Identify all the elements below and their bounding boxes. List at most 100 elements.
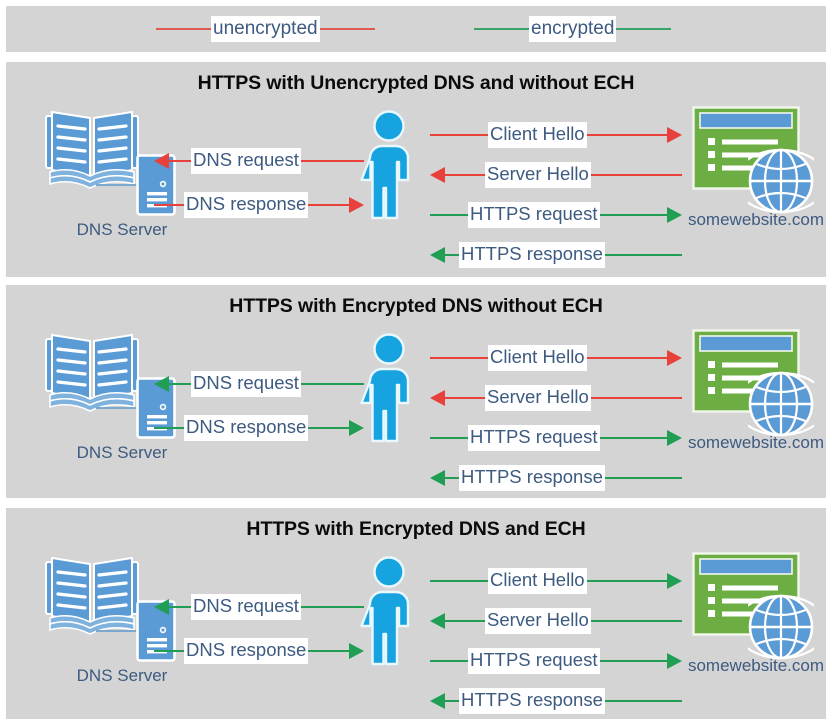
dns-connector-line (96, 630, 140, 632)
flow-line (599, 214, 667, 216)
website-node-2: somewebsite.com (678, 329, 830, 461)
arrowhead-left-icon (430, 390, 445, 406)
legend-line-unencrypted-2 (319, 28, 375, 30)
flow-server-hello-1: Server Hello (430, 162, 682, 188)
arrowhead-left-icon (430, 247, 445, 263)
flow-https-response-1: HTTPS response (430, 242, 682, 268)
flow-https-response-2: HTTPS response (430, 465, 682, 491)
flow-line (599, 660, 667, 662)
legend-panel: unencrypted encrypted (6, 6, 826, 52)
dns-server-label-1: DNS Server (76, 220, 168, 239)
globe-icon (748, 594, 814, 660)
flow-line (586, 580, 667, 582)
globe-icon (748, 148, 814, 214)
flow-label: DNS request (191, 371, 301, 397)
arrowhead-left-icon (430, 167, 445, 183)
scenario-panel-3: HTTPS with Encrypted DNS and ECH DNS Ser… (6, 508, 826, 719)
arrowhead-right-icon (349, 643, 364, 659)
dns-server-node-3: DNS Server (34, 554, 194, 685)
flow-label: DNS request (191, 594, 301, 620)
arrowhead-right-icon (349, 197, 364, 213)
flow-label: HTTPS response (459, 465, 605, 491)
arrowhead-left-icon (430, 470, 445, 486)
flow-line (154, 204, 184, 206)
flow-label: Server Hello (485, 385, 591, 411)
flow-https-request-3: HTTPS request (430, 648, 682, 674)
arrowhead-left-icon (154, 153, 169, 169)
panel-title-2: HTTPS with Encrypted DNS without ECH (229, 295, 603, 317)
dns-book-icon (44, 331, 140, 415)
flow-https-response-3: HTTPS response (430, 688, 682, 714)
scenario-panel-2: HTTPS with Encrypted DNS without ECH DNS… (6, 285, 826, 498)
dns-server-node-1: DNS Server (34, 108, 194, 239)
flow-line (430, 437, 468, 439)
flow-dns-response-1: DNS response (154, 192, 364, 218)
flow-line (308, 650, 349, 652)
flow-line (169, 383, 191, 385)
website-label-2: somewebsite.com (687, 433, 825, 452)
flow-label: DNS response (184, 192, 309, 218)
website-label-3: somewebsite.com (687, 656, 825, 675)
panel-title-1: HTTPS with Unencrypted DNS and without E… (197, 72, 635, 94)
flow-line (430, 214, 468, 216)
flow-line (308, 427, 349, 429)
flow-label: HTTPS request (468, 202, 600, 228)
flow-line (154, 650, 184, 652)
arrowhead-right-icon (667, 127, 682, 143)
flow-label: Client Hello (488, 345, 587, 371)
legend-label-encrypted: encrypted (529, 16, 617, 42)
website-label-1: somewebsite.com (687, 210, 825, 229)
arrowhead-right-icon (667, 573, 682, 589)
flow-line (430, 357, 488, 359)
flow-line (169, 606, 191, 608)
flow-line (430, 134, 488, 136)
arrowhead-right-icon (667, 207, 682, 223)
flow-https-request-1: HTTPS request (430, 202, 682, 228)
arrowhead-right-icon (667, 430, 682, 446)
flow-dns-response-2: DNS response (154, 415, 364, 441)
flow-label: Client Hello (488, 122, 587, 148)
flow-label: DNS response (184, 415, 309, 441)
arrowhead-right-icon (349, 420, 364, 436)
flow-dns-request-3: DNS request (154, 594, 364, 620)
arrowhead-right-icon (667, 350, 682, 366)
arrowhead-left-icon (430, 613, 445, 629)
user-person-icon-3 (358, 556, 420, 666)
flow-line (445, 620, 485, 622)
flow-line (169, 160, 191, 162)
dns-server-label-2: DNS Server (76, 443, 168, 462)
flow-line (300, 383, 364, 385)
flow-label: DNS response (184, 638, 309, 664)
legend-item-unencrypted: unencrypted (156, 6, 375, 52)
legend-line-encrypted-2 (616, 28, 672, 30)
dns-server-label-3: DNS Server (76, 666, 168, 685)
arrowhead-left-icon (154, 376, 169, 392)
flow-line (586, 357, 667, 359)
panel-title-3: HTTPS with Encrypted DNS and ECH (246, 518, 586, 540)
dns-connector-line (96, 407, 140, 409)
flow-client-hello-2: Client Hello (430, 345, 682, 371)
flow-dns-request-1: DNS request (154, 148, 364, 174)
flow-dns-response-3: DNS response (154, 638, 364, 664)
dns-server-node-2: DNS Server (34, 331, 194, 462)
user-person-icon-1 (358, 110, 420, 220)
flow-label: Server Hello (485, 162, 591, 188)
flow-label: HTTPS request (468, 425, 600, 451)
scenario-panel-1: HTTPS with Unencrypted DNS and without E… (6, 62, 826, 277)
flow-line (154, 427, 184, 429)
legend-line-unencrypted (156, 28, 211, 30)
flow-server-hello-2: Server Hello (430, 385, 682, 411)
flow-line (445, 254, 459, 256)
flow-line (599, 437, 667, 439)
flow-line (430, 660, 468, 662)
dns-book-icon (44, 108, 140, 192)
website-node-1: somewebsite.com (678, 106, 830, 238)
flow-line (445, 477, 459, 479)
flow-line (300, 160, 364, 162)
arrowhead-left-icon (430, 693, 445, 709)
flow-label: Server Hello (485, 608, 591, 634)
flow-line (308, 204, 349, 206)
flow-label: DNS request (191, 148, 301, 174)
legend-label-unencrypted: unencrypted (211, 16, 320, 42)
